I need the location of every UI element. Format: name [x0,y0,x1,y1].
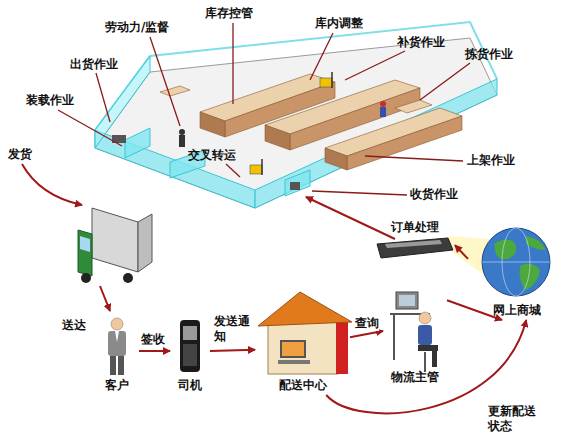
dock-wall [125,128,150,158]
callout-label: 装载作业 [26,93,74,108]
flow-arrow [326,320,526,413]
icon-node: 网上商城 [468,226,565,320]
flow-arrow [139,350,170,352]
person-icon [108,318,126,375]
flow-arrow [210,350,255,351]
leader-lines [58,23,470,195]
storage-rows [160,74,462,170]
supervisor-icon [390,292,438,372]
edge-label: 更新配送状态 [488,404,538,434]
deliver-arrow [100,286,110,311]
node-caption: 物流主管 [391,370,439,385]
node-caption: 配送中心 [279,378,327,393]
callout-label: 发货 [8,147,32,162]
callout-label: 拣货作业 [465,47,513,62]
edge-label: 签收 [141,332,165,347]
warehouse-wall [95,130,255,208]
callout-label: 库内调整 [315,16,363,31]
edge-label: 发送通知 [214,314,252,344]
callout-label: 劳动力/监督 [105,20,169,35]
callout-label: 补货作业 [397,35,445,50]
icon-node: 订单处理 [375,218,455,260]
flow-arrow [455,245,468,259]
truck-icon [78,208,152,283]
node-caption: 司机 [178,378,202,393]
node-caption: 客户 [105,378,129,393]
flow-arrow [350,331,383,337]
edge-label: 查询 [355,316,379,331]
forklifts [112,72,386,190]
ship-arrow [22,164,82,205]
order-arrow [306,197,395,239]
house-icon [258,292,352,374]
warehouse-floor [95,38,497,208]
callout-label: 交叉转运 [188,148,236,163]
callout-label: 库存控管 [205,6,253,21]
icon-node: 配送中心 [255,290,350,395]
callout-label: 上架作业 [467,153,515,168]
node-caption: 订单处理 [391,220,439,235]
dock-wall [285,170,310,196]
icon-node: 客户 [95,315,139,395]
globe-icon [482,228,550,296]
icon-node: 司机 [170,315,210,395]
scanner-icon [377,238,453,258]
callout-label: 收货作业 [410,187,458,202]
callout-label: 送达 [62,318,86,333]
callout-label: 出货作业 [70,57,118,72]
icon-node: 物流主管 [383,285,447,387]
node-caption: 网上商城 [493,303,541,318]
phone-icon [180,320,200,372]
